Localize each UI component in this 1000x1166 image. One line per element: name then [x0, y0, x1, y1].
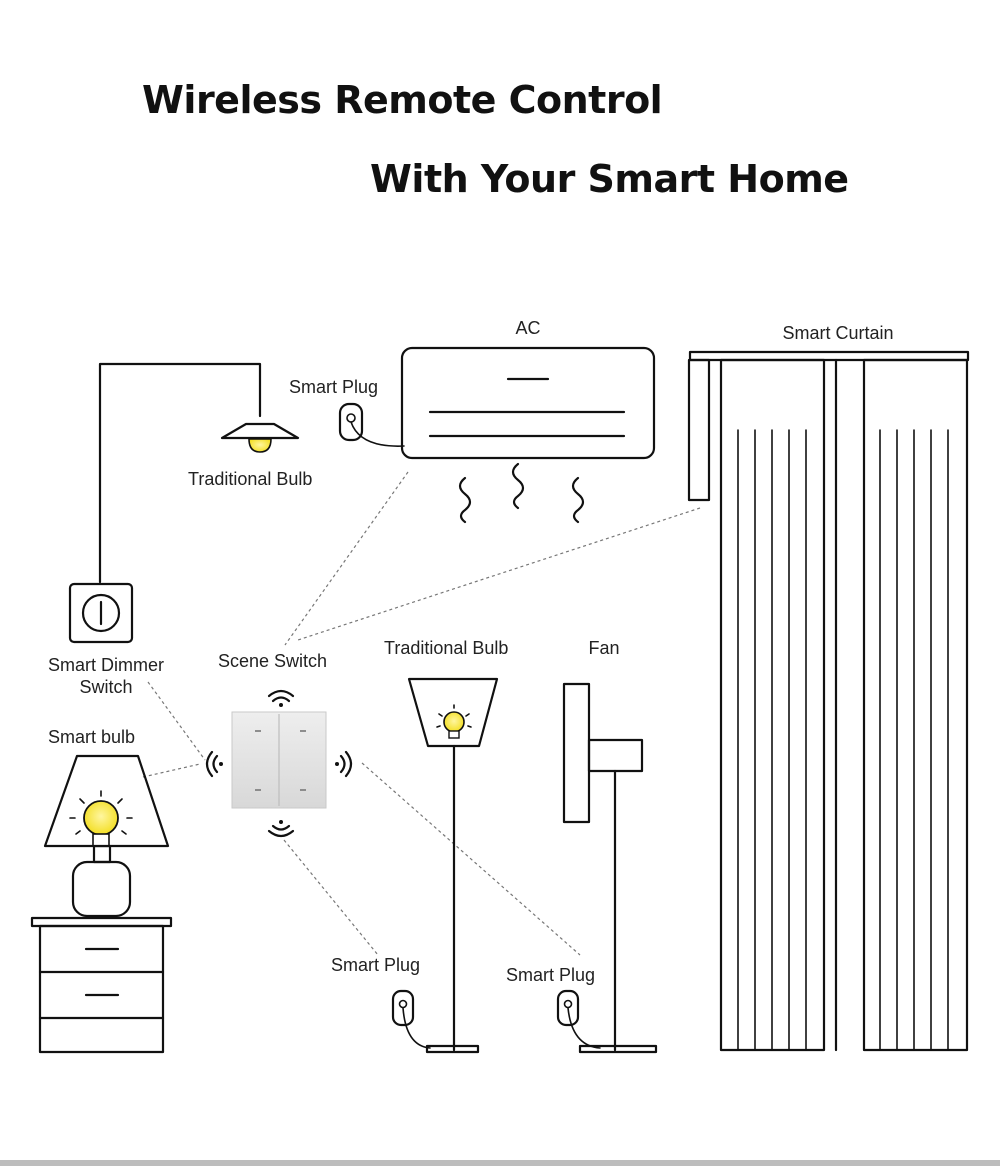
label-smart-plug-floor: Smart Plug	[331, 955, 421, 975]
title-line-2: With Your Smart Home	[370, 157, 849, 201]
wireless-links	[142, 471, 701, 956]
smart-plug-icon-floor	[391, 989, 431, 1049]
curtain-icon	[687, 350, 970, 1052]
label-smart-plug-fan: Smart Plug	[506, 965, 596, 985]
label-smart-dimmer-line-2: Switch	[79, 677, 133, 697]
label-traditional-bulb-pendant: Traditional Bulb	[188, 469, 313, 489]
link-to-smart-bulb	[142, 763, 201, 778]
bottom-divider	[0, 1160, 1000, 1166]
fan-icon	[562, 682, 658, 1054]
label-smart-plug-ac: Smart Plug	[289, 377, 379, 397]
link-to-dimmer	[147, 681, 206, 761]
scene-switch-icon	[231, 711, 327, 809]
label-ac: AC	[515, 318, 541, 338]
smart-plug-icon-ac	[338, 402, 405, 447]
bulb-icon-smart	[69, 790, 133, 847]
dimmer-switch-icon	[68, 582, 134, 644]
label-smart-bulb: Smart bulb	[48, 727, 136, 747]
pendant-lamp-icon	[98, 362, 300, 584]
bulb-icon-floor	[436, 704, 472, 739]
floor-lamp-icon	[407, 677, 499, 1054]
label-scene-switch: Scene Switch	[218, 651, 328, 671]
link-to-curtain	[297, 507, 701, 641]
table-lamp-icon	[43, 754, 170, 918]
label-smart-curtain: Smart Curtain	[782, 323, 894, 343]
nightstand-icon	[30, 916, 173, 1054]
label-smart-dimmer-line-1: Smart Dimmer	[48, 655, 164, 675]
link-to-plug-floor	[283, 839, 379, 956]
wifi-signal-icon	[205, 689, 353, 838]
air-conditioner-icon	[400, 346, 656, 524]
link-to-plug-fan	[361, 762, 581, 956]
label-fan: Fan	[588, 638, 620, 658]
smart-plug-icon-fan	[556, 989, 601, 1049]
link-to-ac	[284, 471, 409, 646]
title-line-1: Wireless Remote Control	[142, 78, 663, 122]
label-traditional-bulb-floor: Traditional Bulb	[384, 638, 509, 658]
